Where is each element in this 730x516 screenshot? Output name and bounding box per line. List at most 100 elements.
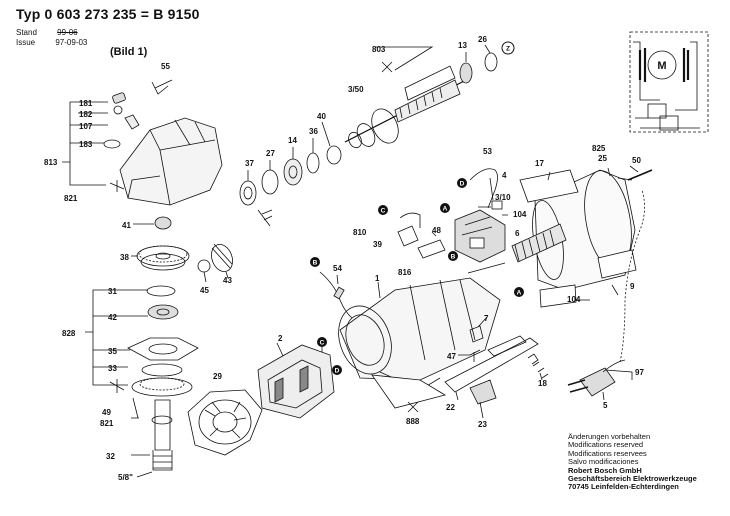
label-37: 37 — [245, 159, 254, 168]
wire-810 — [399, 212, 421, 228]
cross-803 — [381, 61, 393, 73]
label-9: 9 — [630, 282, 635, 291]
connector-a-right — [514, 287, 524, 297]
connector-z-label: Z — [506, 46, 510, 53]
label-54: 54 — [333, 264, 342, 273]
connector-a-right-label: A — [517, 290, 522, 297]
label-33: 33 — [108, 364, 117, 373]
nut-45 — [197, 259, 211, 273]
footer-line-1: Änderungen vorbehalten — [568, 432, 651, 441]
ring-27 — [261, 169, 279, 195]
flange-35 — [127, 337, 199, 361]
spindle-32 — [151, 399, 173, 471]
label-25: 25 — [598, 154, 607, 163]
footer-line-4: Salvo modificaciones — [568, 457, 639, 467]
label-32: 32 — [106, 452, 115, 461]
label-7: 7 — [484, 314, 489, 323]
issue-label: Issue — [16, 38, 36, 47]
screw-49 — [131, 397, 139, 419]
stand-block: Stand 99-06 Issue 97-09-03 — [16, 28, 200, 48]
stand-label: Stand — [16, 28, 37, 37]
label-49: 49 — [102, 408, 111, 417]
motor-housing-1 — [338, 277, 501, 391]
label-813: 813 — [44, 158, 58, 167]
circlip-40 — [326, 145, 342, 165]
bracket-803 — [375, 46, 434, 71]
pinion-43 — [211, 243, 233, 272]
label-97: 97 — [635, 368, 644, 377]
pin-107 — [124, 114, 140, 130]
label-828: 828 — [62, 329, 76, 338]
label-48: 48 — [432, 226, 441, 235]
bearing-37 — [239, 180, 257, 206]
label-821b: 821 — [100, 419, 114, 428]
bearing-14 — [283, 158, 303, 186]
type-number: Typ 0 603 273 235 = B 9150 — [16, 6, 200, 22]
connector-c-bottom — [317, 337, 327, 347]
label-9 — [597, 249, 637, 279]
connector-b-label: B — [451, 254, 456, 261]
label-183: 183 — [79, 140, 93, 149]
bracket-828 — [85, 289, 148, 386]
label-29: 29 — [213, 372, 222, 381]
label-17: 17 — [535, 159, 544, 168]
label-31: 31 — [108, 287, 117, 296]
field-coil-2 — [257, 344, 335, 419]
label-40: 40 — [317, 112, 326, 121]
connector-d-top — [457, 178, 467, 188]
label-181: 181 — [79, 99, 93, 108]
label-2: 2 — [278, 334, 283, 343]
bevel-gear-38 — [136, 245, 190, 271]
pin-7 — [469, 325, 484, 343]
label-23: 23 — [478, 420, 487, 429]
connector-z — [501, 41, 515, 55]
label-821a: 821 — [64, 194, 78, 203]
label-825: 825 — [592, 144, 606, 153]
label-35: 35 — [108, 347, 117, 356]
label-36: 36 — [309, 127, 318, 136]
screw-50 — [627, 169, 653, 181]
spacer-part — [257, 209, 273, 227]
footer-notes: Änderungen vorbehalten Modifications res… — [568, 432, 697, 492]
pad-23 — [469, 379, 497, 405]
label-47: 47 — [447, 352, 456, 361]
label-58: 5/8" — [118, 473, 133, 482]
cross-828 — [109, 379, 125, 393]
label-53: 53 — [483, 147, 492, 156]
circlip-31 — [146, 285, 176, 297]
label-18: 18 — [538, 379, 547, 388]
label-22: 22 — [446, 403, 455, 412]
label-810: 810 — [353, 228, 367, 237]
armature-803 — [344, 65, 471, 149]
label-104b: 104 — [567, 295, 581, 304]
label-1: 1 — [375, 274, 380, 283]
screw-55 — [151, 79, 173, 95]
label-13: 13 — [458, 41, 467, 50]
spring-181 — [112, 92, 126, 104]
header: Typ 0 603 273 235 = B 9150 Stand 99-06 I… — [16, 6, 200, 48]
footer-company: Robert Bosch GmbH — [568, 465, 642, 475]
switch-4 — [454, 209, 506, 263]
washer-182 — [113, 105, 123, 115]
plug-5 — [567, 359, 626, 397]
bearing-26 — [484, 52, 498, 72]
label-43: 43 — [223, 276, 232, 285]
cross-888 — [407, 401, 419, 413]
connector-d-bottom — [332, 365, 342, 375]
label-50: 50 — [632, 156, 641, 165]
lever-22 — [444, 335, 539, 393]
bracket-816 — [417, 239, 446, 259]
label-350: 3/50 — [348, 85, 364, 94]
washer-36 — [306, 152, 320, 174]
spring-18 — [527, 353, 549, 379]
bearing-42 — [147, 304, 179, 320]
connector-d-label: D — [460, 181, 465, 188]
label-816: 816 — [398, 268, 412, 277]
label-803: 803 — [372, 45, 386, 54]
connector-b-mid — [448, 251, 458, 261]
motor-symbol-label: M — [657, 60, 666, 72]
bearing-flange — [131, 377, 193, 397]
gasket-33 — [141, 363, 183, 377]
label-104a: 104 — [513, 210, 527, 219]
